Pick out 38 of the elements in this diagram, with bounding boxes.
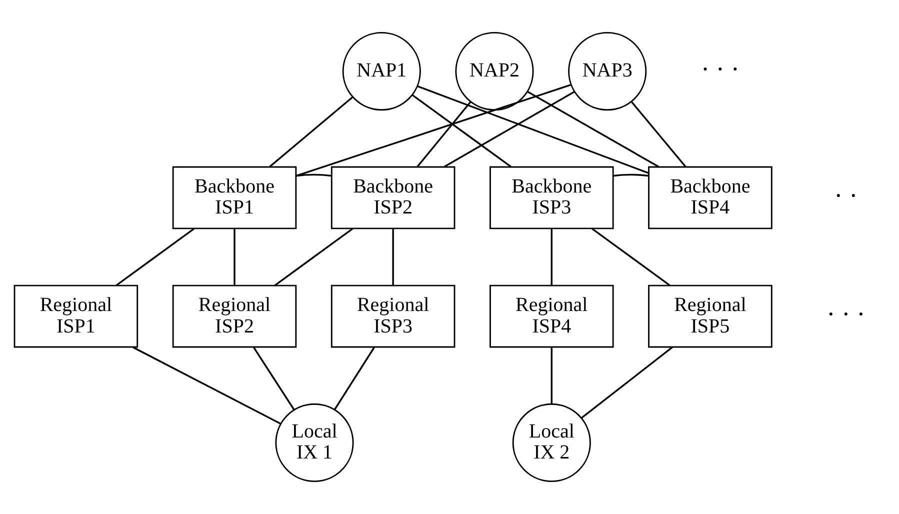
connector bbox=[296, 84, 572, 177]
node-circle: NAP3 bbox=[568, 32, 647, 111]
label: · · bbox=[834, 181, 858, 210]
node-box: Backbone ISP2 bbox=[330, 166, 456, 230]
node-circle: Local IX 2 bbox=[512, 403, 591, 482]
connector bbox=[253, 347, 295, 410]
node-box: Backbone ISP1 bbox=[172, 166, 297, 230]
connector bbox=[631, 101, 686, 168]
label: · · · bbox=[700, 54, 740, 84]
connector bbox=[417, 85, 648, 174]
connector bbox=[412, 94, 512, 168]
node-box: Regional ISP2 bbox=[172, 284, 297, 348]
connector bbox=[444, 91, 575, 168]
connector bbox=[234, 228, 236, 286]
connector bbox=[392, 228, 394, 286]
node-circle: NAP2 bbox=[455, 32, 534, 111]
connector bbox=[132, 346, 282, 425]
connector bbox=[527, 91, 660, 168]
connector bbox=[550, 348, 552, 404]
connector bbox=[269, 96, 354, 168]
connector bbox=[613, 174, 649, 177]
connector bbox=[580, 346, 673, 419]
node-box: Regional ISP5 bbox=[648, 284, 772, 348]
connector bbox=[334, 347, 375, 410]
node-box: Regional ISP1 bbox=[14, 284, 138, 348]
label: · · · bbox=[826, 300, 866, 329]
node-box: Regional ISP3 bbox=[330, 284, 456, 348]
connector bbox=[416, 101, 472, 168]
connector bbox=[550, 228, 552, 286]
node-box: Regional ISP4 bbox=[490, 284, 614, 348]
connector bbox=[296, 174, 332, 177]
connector bbox=[274, 228, 354, 286]
connector bbox=[592, 228, 670, 286]
node-box: Backbone ISP3 bbox=[490, 166, 614, 230]
node-box: Backbone ISP4 bbox=[648, 166, 772, 230]
node-circle: NAP1 bbox=[342, 32, 421, 111]
node-circle: Local IX 1 bbox=[275, 403, 354, 482]
connector bbox=[116, 228, 195, 286]
